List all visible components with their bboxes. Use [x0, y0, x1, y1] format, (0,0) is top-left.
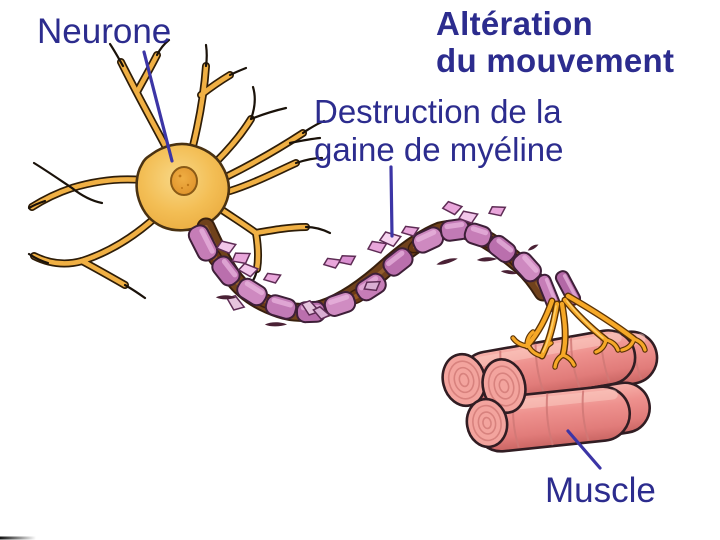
- label-muscle: Muscle: [545, 471, 656, 510]
- bottom-edge-mark: [0, 536, 36, 540]
- myelin-leader-line: [389, 165, 394, 238]
- myelin-fragments: [215, 200, 539, 327]
- label-neurone: Neurone: [37, 12, 172, 51]
- dendrites: [27, 38, 332, 300]
- neuron-soma: [135, 142, 231, 232]
- leader-lines: [142, 50, 602, 470]
- dendrite-tips: [27, 38, 332, 300]
- neurone-leader-line: [142, 50, 174, 163]
- neuron-nucleus: [170, 166, 198, 196]
- nerve-terminals: [510, 292, 648, 370]
- muscle-leader-line: [566, 429, 602, 470]
- label-destruction-gaine-myeline: Destruction de la gaine de myéline: [314, 93, 564, 168]
- label-alteration-du-mouvement: Altération du mouvement: [436, 5, 675, 79]
- muscle-fiber-ends: [441, 352, 527, 449]
